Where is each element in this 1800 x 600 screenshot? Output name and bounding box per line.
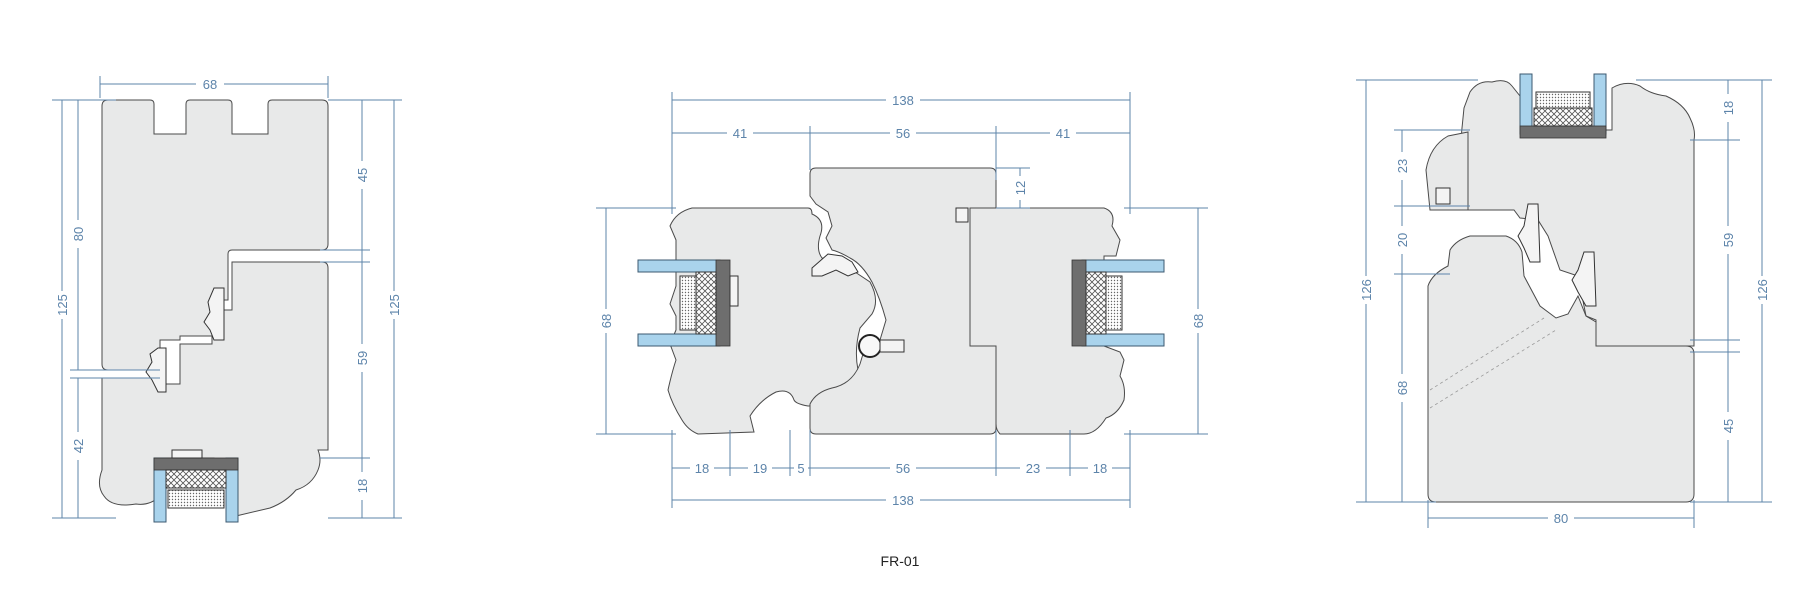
left-gasket-upper xyxy=(203,287,225,341)
right-glass-pane-1 xyxy=(1519,73,1533,135)
dim-left-lower: 42 xyxy=(71,439,86,453)
dim-right-height: 68 xyxy=(1191,314,1206,328)
middle-left-glass-1 xyxy=(637,259,721,273)
dim-step: 12 xyxy=(1013,181,1028,195)
dim-top-mid: 56 xyxy=(896,126,910,141)
middle-left-glass-2 xyxy=(637,333,721,347)
dim-left-height: 68 xyxy=(599,314,614,328)
middle-right-glass-1 xyxy=(1081,259,1165,273)
dim-right-left-bottom: 68 xyxy=(1395,381,1410,395)
dim-right-left-outer: 126 xyxy=(1359,279,1374,301)
dim-bottom-seg-4: 56 xyxy=(896,461,910,476)
dim-right-top: 45 xyxy=(355,168,370,182)
middle-left-bead xyxy=(729,275,739,307)
right-spacer xyxy=(1533,107,1593,127)
dim-right-left-mid: 20 xyxy=(1395,233,1410,247)
dim-right-mid: 59 xyxy=(355,351,370,365)
right-gasket-lower xyxy=(1571,251,1597,307)
right-glass-pane-2 xyxy=(1593,73,1607,135)
middle-section: 138 41 56 41 12 68 68 18 19 5 56 23 18 1… xyxy=(596,92,1208,508)
dim-overall-bottom: 138 xyxy=(892,493,914,508)
dim-top-right: 41 xyxy=(1056,126,1070,141)
right-section: 126 23 20 68 126 18 59 45 80 xyxy=(1356,73,1772,528)
dim-right-right-outer: 126 xyxy=(1755,279,1770,301)
dim-bottom-seg-2: 19 xyxy=(753,461,767,476)
right-stop-block xyxy=(1435,187,1451,205)
middle-gasket-fin xyxy=(879,339,905,353)
middle-tube-gasket xyxy=(858,334,882,358)
left-spacer xyxy=(165,469,227,489)
dim-bottom-seg-3: 5 xyxy=(797,461,804,476)
left-desiccant xyxy=(167,489,225,509)
middle-left-spacer xyxy=(695,271,717,335)
dim-left-upper: 80 xyxy=(71,227,86,241)
dim-bottom-seg-5: 23 xyxy=(1026,461,1040,476)
right-desiccant xyxy=(1535,91,1591,109)
middle-left-desiccant xyxy=(679,275,697,331)
dim-right-left-top: 23 xyxy=(1395,159,1410,173)
right-bottom-sash xyxy=(1427,235,1695,503)
drawing-caption: FR-01 xyxy=(880,553,920,569)
left-seal-strip xyxy=(153,457,239,471)
left-section: 68 125 80 42 125 45 xyxy=(52,76,402,523)
middle-left-seal xyxy=(715,259,731,347)
right-gasket-upper xyxy=(1517,203,1541,263)
left-glazing-bead xyxy=(171,449,203,459)
middle-right-glass-2 xyxy=(1081,333,1165,347)
middle-stop-block xyxy=(955,207,969,223)
dim-right-right-top: 18 xyxy=(1721,101,1736,115)
right-hatch-line-1 xyxy=(1429,317,1545,391)
dim-top-left: 41 xyxy=(733,126,747,141)
dim-right-right-bottom: 45 xyxy=(1721,419,1736,433)
middle-right-desiccant xyxy=(1105,275,1123,331)
middle-right-spacer xyxy=(1085,271,1107,335)
dim-right-bottom-width: 80 xyxy=(1554,511,1568,526)
dim-overall-top: 138 xyxy=(892,93,914,108)
middle-mullion xyxy=(809,167,997,435)
middle-gasket-top xyxy=(811,253,859,277)
dim-bottom-seg-6: 18 xyxy=(1093,461,1107,476)
dim-right-outer: 125 xyxy=(387,294,402,316)
dim-right-bottom: 18 xyxy=(355,479,370,493)
right-top-frame xyxy=(1461,80,1695,347)
middle-right-seal xyxy=(1071,259,1087,347)
right-hatch-line-2 xyxy=(1429,329,1557,409)
dim-left-outer: 125 xyxy=(55,294,70,316)
dim-bottom-seg-1: 18 xyxy=(695,461,709,476)
right-seal-strip xyxy=(1519,125,1607,139)
dim-right-right-mid: 59 xyxy=(1721,233,1736,247)
dim-top-width: 68 xyxy=(203,77,217,92)
